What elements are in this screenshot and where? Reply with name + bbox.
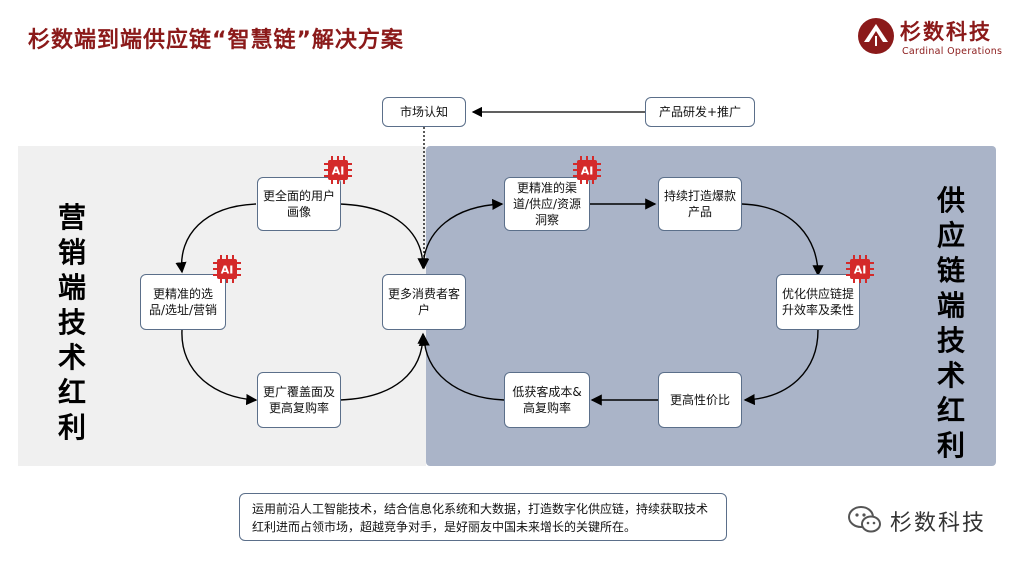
watermark-text: 杉数科技: [890, 511, 987, 536]
summary-note: 运用前沿人工智能技术，结合信息化系统和大数据，打造数字化供应链，持续获取技术红利…: [239, 493, 727, 541]
company-logo: 杉数科技 Cardinal Operations: [856, 16, 1016, 62]
market-awareness-node: 市场认知: [382, 97, 466, 127]
ai-chip-icon: AI: [324, 156, 352, 184]
user-portrait-node: 更全面的用户画像: [257, 177, 341, 231]
supply-chain-label: 供应链端技术红利: [936, 184, 965, 462]
coverage-repurchase-node: 更广覆盖面及更高复购率: [257, 372, 341, 428]
ai-badge-label: AI: [581, 165, 594, 178]
supply-optimization-node: 优化供应链提升效率及柔性: [776, 274, 860, 330]
marketing-label: 营销端技术红利: [57, 201, 86, 444]
ai-badge-label: AI: [332, 165, 345, 178]
price-value-node: 更高性价比: [658, 372, 742, 428]
wechat-icon: [848, 506, 881, 533]
rd-promotion-node: 产品研发+推广: [645, 97, 755, 127]
product-selection-node: 更精准的选品/选址/营销: [140, 274, 226, 330]
hit-products-node: 持续打造爆款产品: [658, 177, 742, 231]
ai-chip-icon: AI: [846, 255, 874, 283]
low-acquisition-cost-node: 低获客成本&高复购率: [504, 372, 590, 428]
logo-mark-icon: [858, 18, 894, 54]
more-consumers-node: 更多消费者客户: [382, 274, 466, 330]
ai-chip-icon: AI: [213, 255, 241, 283]
ai-badge-label: AI: [854, 264, 867, 277]
ai-badge-label: AI: [221, 264, 234, 277]
logo-name: 杉数科技: [900, 20, 992, 44]
logo-subtitle: Cardinal Operations: [902, 46, 1003, 57]
ai-chip-icon: AI: [573, 156, 601, 184]
channel-insight-node: 更精准的渠道/供应/资源洞察: [504, 177, 590, 231]
watermark: 杉数科技: [846, 502, 1006, 538]
page-title: 杉数端到端供应链“智慧链”解决方案: [28, 28, 404, 53]
